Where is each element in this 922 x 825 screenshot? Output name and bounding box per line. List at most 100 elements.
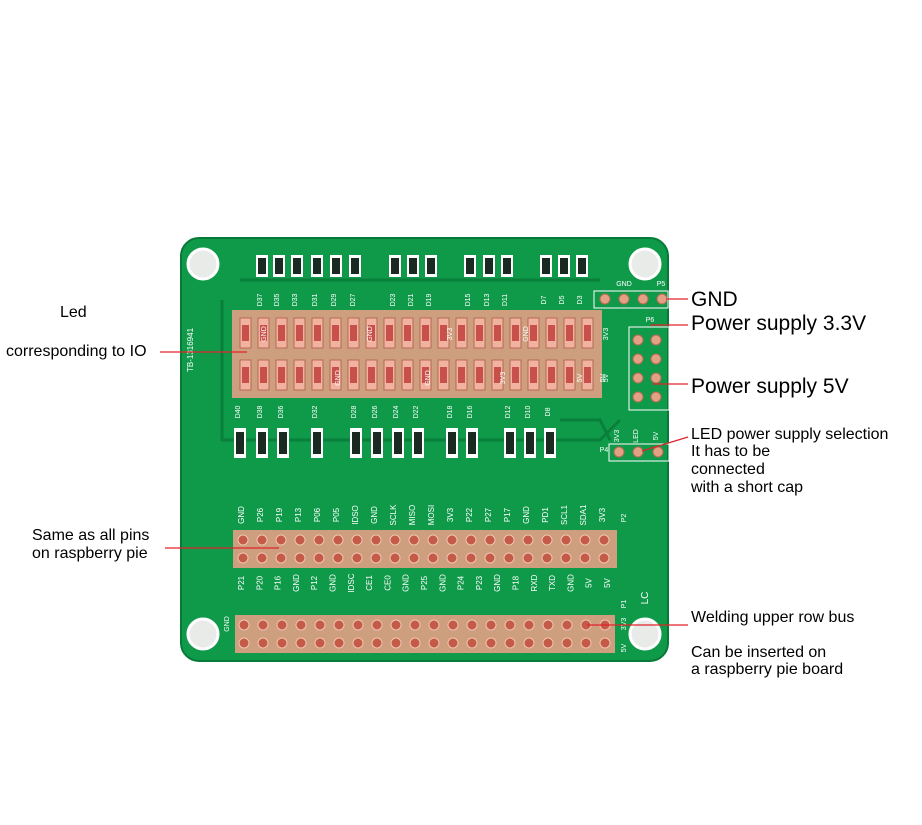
trace xyxy=(220,300,622,442)
p2-top-label: P05 xyxy=(332,507,341,522)
header-pin xyxy=(466,637,478,649)
header-pin xyxy=(656,293,668,305)
rail-label: 3V3 xyxy=(500,372,507,385)
resistor-chip xyxy=(422,367,429,383)
led-chip xyxy=(352,432,360,454)
header-pin xyxy=(466,619,478,631)
p2-bottom-label: P25 xyxy=(420,575,429,590)
p2-bottom-label: GND xyxy=(566,574,575,592)
led-label-top: D23 xyxy=(390,293,397,306)
header-pin xyxy=(560,534,572,546)
header-pin xyxy=(352,619,364,631)
header-pin xyxy=(613,446,625,458)
header-pin xyxy=(409,637,421,649)
header-pin xyxy=(465,534,477,546)
resistor-chip xyxy=(350,325,357,341)
rail-label: GND xyxy=(367,326,374,342)
rail-label: GND xyxy=(425,370,432,386)
led-chip xyxy=(313,432,321,454)
header-pin xyxy=(352,637,364,649)
p2-bottom-label: GND xyxy=(493,574,502,592)
led-chip xyxy=(485,258,493,274)
header-pin xyxy=(632,372,644,384)
header-pin xyxy=(333,637,345,649)
header-pin xyxy=(276,637,288,649)
p2-label: P2 xyxy=(621,514,628,523)
header-pin xyxy=(256,552,268,564)
led-chip xyxy=(542,258,550,274)
header-pin xyxy=(275,534,287,546)
annotation-same-pins: Same as all pins xyxy=(32,527,150,544)
p2-top-label: P06 xyxy=(313,507,322,522)
mounting-hole xyxy=(628,617,662,651)
header-pin xyxy=(542,637,554,649)
header-pin xyxy=(579,552,591,564)
led-chip xyxy=(414,432,422,454)
resistor-chip xyxy=(368,367,375,383)
header-pin xyxy=(371,637,383,649)
led-chip xyxy=(578,258,586,274)
p2-top-label: 3V3 xyxy=(446,507,455,522)
led-label-top: D31 xyxy=(312,293,319,306)
led-chip xyxy=(293,258,301,274)
board-logo: LC xyxy=(640,592,651,605)
header-pin xyxy=(632,446,644,458)
header-pin xyxy=(257,637,269,649)
resistor-chip xyxy=(242,325,249,341)
led-label-top: D35 xyxy=(274,293,281,306)
p4-pin-label: 3V3 xyxy=(614,430,621,443)
board-serial: TB-1316941 xyxy=(186,327,195,372)
header-pin xyxy=(650,353,662,365)
header-pin xyxy=(351,552,363,564)
led-chip xyxy=(427,258,435,274)
header-pin xyxy=(650,372,662,384)
header-pin xyxy=(275,552,287,564)
trace xyxy=(560,418,612,441)
resistor-chip xyxy=(548,325,555,341)
resistor-chip xyxy=(368,325,375,341)
led-chip xyxy=(258,432,266,454)
led-label-bottom: D40 xyxy=(235,405,242,418)
p2-bottom-label: RXD xyxy=(530,574,539,591)
header-pin xyxy=(409,619,421,631)
led-chip xyxy=(313,258,321,274)
header-pin xyxy=(599,637,611,649)
p2-top-label: MOSI xyxy=(427,505,436,525)
header-pin xyxy=(333,619,345,631)
resistor-chip xyxy=(332,325,339,341)
p2-bottom-label: GND xyxy=(438,574,447,592)
header-pin xyxy=(314,619,326,631)
p5-pin-label: GND xyxy=(616,281,632,288)
led-chip xyxy=(332,258,340,274)
p2-bottom-label: P23 xyxy=(475,575,484,590)
annotation-inserted-on: Can be inserted on xyxy=(691,644,827,661)
header-pin xyxy=(256,534,268,546)
resistor-chip xyxy=(242,367,249,383)
led-chip xyxy=(468,432,476,454)
p2-bottom-label: 5V xyxy=(585,577,594,587)
led-label-top: D19 xyxy=(426,293,433,306)
resistor-chip xyxy=(386,367,393,383)
header-pin xyxy=(618,293,630,305)
p2-bottom-label: P12 xyxy=(310,575,319,590)
resistor-chip xyxy=(512,367,519,383)
mounting-hole xyxy=(186,617,220,651)
p6-label: P6 xyxy=(646,317,655,324)
led-chip xyxy=(506,432,514,454)
led-label-top: D21 xyxy=(408,293,415,306)
resistor-chip xyxy=(458,325,465,341)
p2-top-label: P13 xyxy=(294,507,303,522)
header-pin xyxy=(428,637,440,649)
header-pin xyxy=(632,334,644,346)
led-label-top: D27 xyxy=(350,293,357,306)
pcb-traces xyxy=(220,278,622,442)
header-pin xyxy=(561,637,573,649)
led-chip xyxy=(391,258,399,274)
p2-bottom-label: P24 xyxy=(457,575,466,590)
header-pin xyxy=(427,534,439,546)
rail-label: GND xyxy=(335,370,342,386)
led-chip xyxy=(503,258,511,274)
header-pin xyxy=(632,353,644,365)
p1-header xyxy=(235,615,615,653)
